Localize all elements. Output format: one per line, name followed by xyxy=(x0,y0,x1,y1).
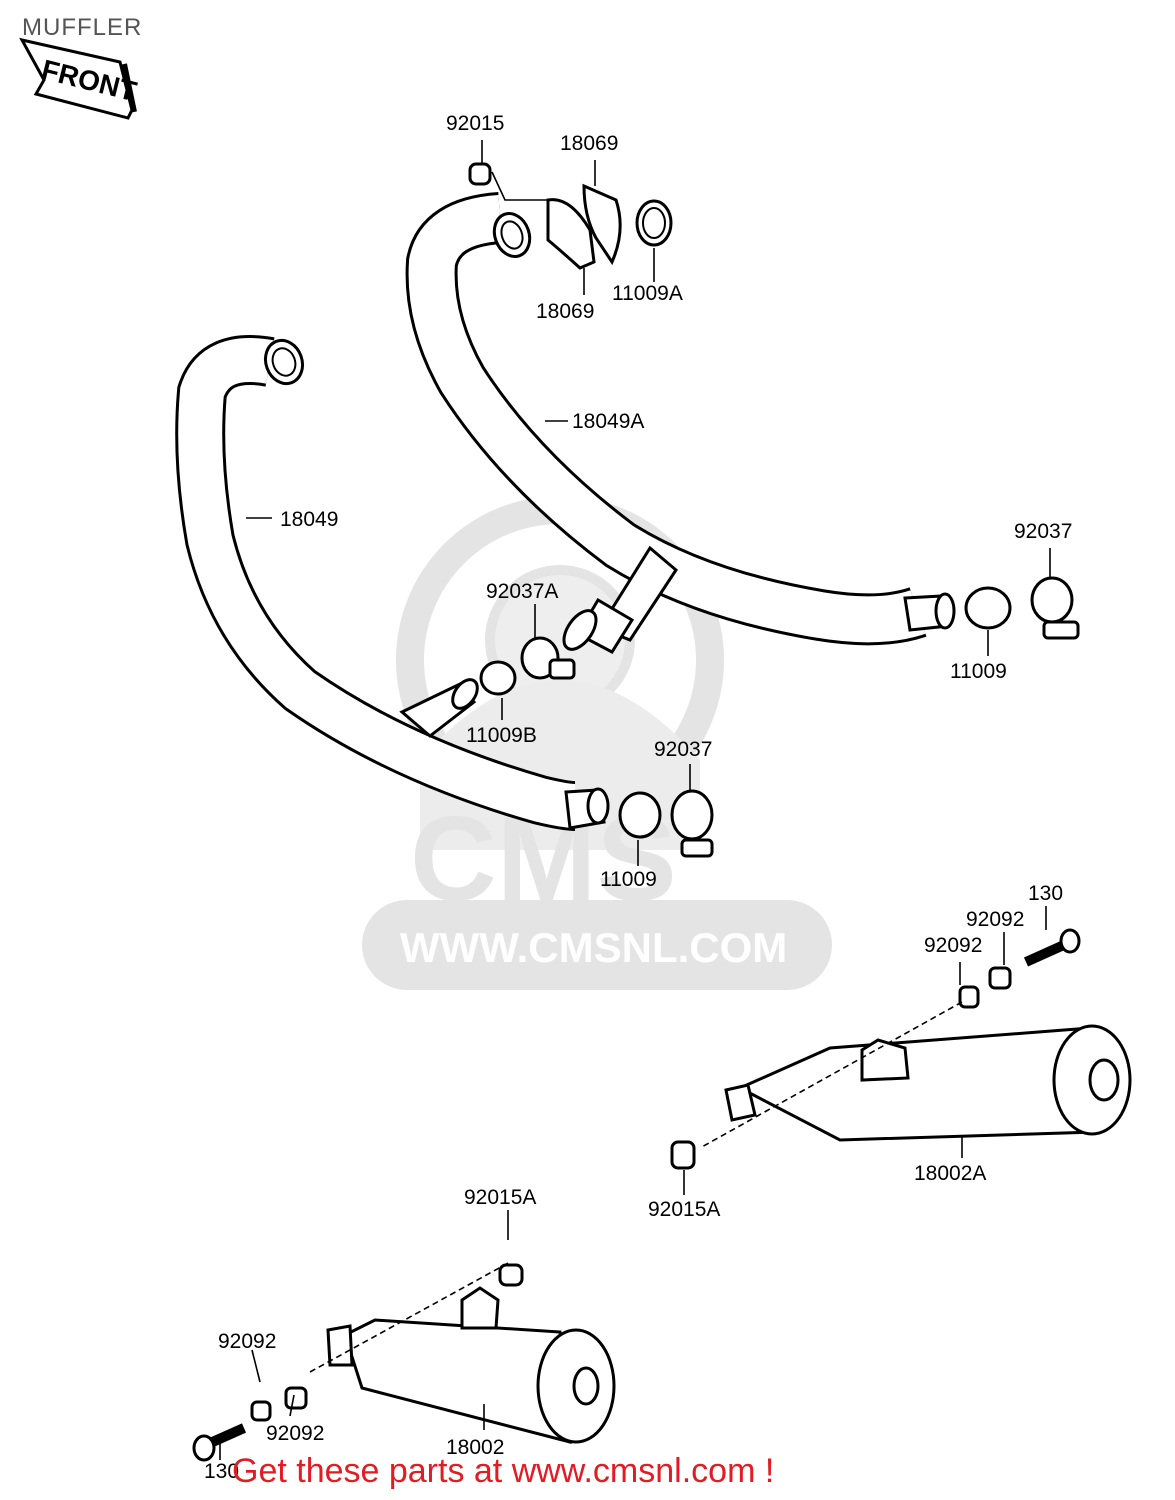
flange-18069-upper xyxy=(582,183,622,266)
exhaust-pipe-18049 xyxy=(175,335,610,831)
part-labels: 92015 18069 18069 11009A 18049A 18049 92… xyxy=(204,112,1072,1483)
label-11009-right: 11009 xyxy=(950,660,1007,683)
label-18049a: 18049A xyxy=(572,410,644,433)
bushing-92092-left-upper xyxy=(250,1400,272,1422)
watermark-url: WWW.CMSNL.COM xyxy=(400,924,787,971)
nut-92015a-right xyxy=(670,1140,696,1170)
label-92037-mid: 92037 xyxy=(654,738,712,761)
lower-joint xyxy=(618,789,714,858)
clamp-92037-right xyxy=(1030,576,1074,624)
label-92015a-left: 92015A xyxy=(464,1186,536,1209)
bolt-130-left xyxy=(192,1434,216,1462)
label-18049: 18049 xyxy=(280,508,338,531)
label-18002: 18002 xyxy=(446,1436,504,1459)
label-92092-right-upper: 92092 xyxy=(966,908,1024,931)
muffler-18002-visible xyxy=(192,1263,616,1462)
sleeve-11009b xyxy=(479,660,517,696)
nut-92015 xyxy=(468,162,492,186)
label-92092-left-lower: 92092 xyxy=(266,1422,324,1445)
page-title: MUFFLER xyxy=(22,14,143,41)
label-18069-bottom: 18069 xyxy=(536,300,594,323)
flange-assembly xyxy=(468,162,673,270)
label-18069-top: 18069 xyxy=(560,132,618,155)
label-92015a-right: 92015A xyxy=(648,1198,720,1221)
label-92092-left-upper: 92092 xyxy=(218,1330,276,1353)
label-92037-right: 92037 xyxy=(1014,520,1072,543)
collar-92092-right-upper xyxy=(988,966,1012,990)
middle-joint xyxy=(479,636,576,696)
bushing-92092-right-lower xyxy=(958,985,980,1009)
right-joint xyxy=(964,576,1080,640)
leader-lines xyxy=(219,140,1051,1460)
sleeve-11009-right xyxy=(964,586,1012,630)
footer-link-text[interactable]: Get these parts at www.cmsnl.com ! xyxy=(232,1452,775,1490)
collar-92092-left-lower xyxy=(284,1386,308,1410)
nut-92015a-left xyxy=(498,1263,524,1287)
flange-18069-lower xyxy=(546,198,596,270)
exhaust-pipe-18049a xyxy=(405,192,956,654)
label-92092-right-lower: 92092 xyxy=(924,934,982,957)
label-130-right: 130 xyxy=(1028,882,1063,905)
label-11009a: 11009A xyxy=(612,282,683,305)
label-92015: 92015 xyxy=(446,112,504,135)
label-11009-mid: 11009 xyxy=(600,868,657,891)
clamp-92037-mid xyxy=(670,789,714,841)
muffler-18002a xyxy=(670,928,1132,1170)
label-18002a: 18002A xyxy=(914,1162,986,1185)
bolt-130-right xyxy=(1059,928,1081,954)
front-direction-arrow: FRONT xyxy=(19,37,140,120)
sleeve-11009-mid xyxy=(618,791,662,839)
label-130-left: 130 xyxy=(204,1460,239,1483)
label-11009b: 11009B xyxy=(466,724,537,747)
label-92037a: 92037A xyxy=(486,580,558,603)
